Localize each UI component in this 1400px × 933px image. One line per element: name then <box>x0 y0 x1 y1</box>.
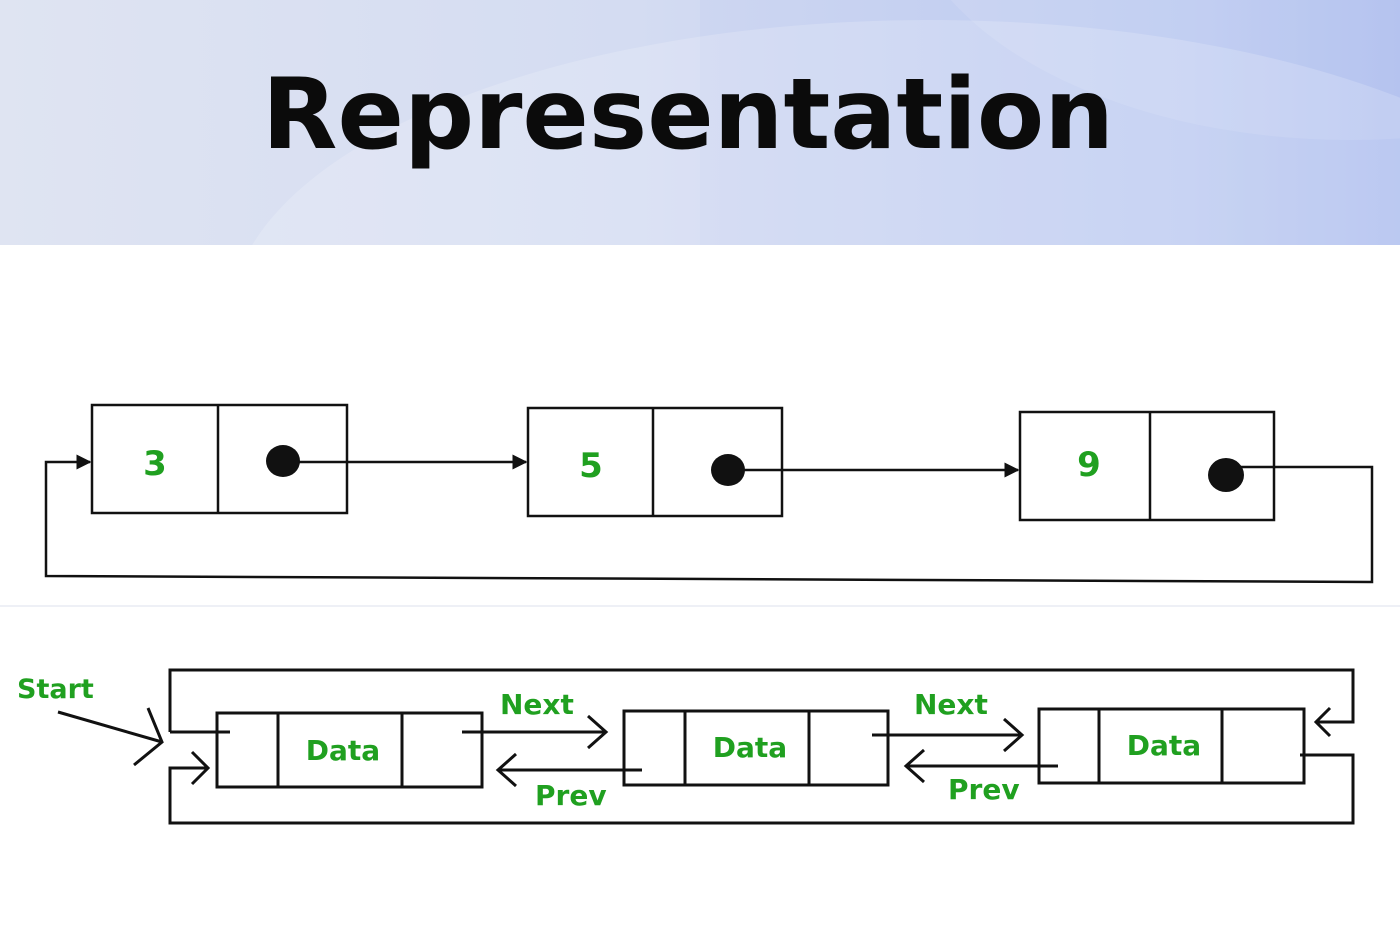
list-node <box>622 709 890 787</box>
singly-circular-list <box>44 403 1374 584</box>
list-node <box>1037 707 1306 785</box>
node-label: Data <box>306 734 380 767</box>
next-pointer-arrow <box>462 714 609 750</box>
next-label: Next <box>914 688 988 721</box>
circular-bottom-link <box>168 750 1355 825</box>
pointer-dot <box>266 445 300 477</box>
circular-top-link <box>168 668 1355 738</box>
next-label: Next <box>500 688 574 721</box>
node-value: 9 <box>1077 445 1101 485</box>
node-value: 5 <box>579 446 603 486</box>
section-divider <box>0 605 1400 607</box>
prev-label: Prev <box>948 773 1020 806</box>
circular-return-arrow <box>44 454 1374 584</box>
doubly-circular-list <box>57 668 1355 825</box>
start-arrow <box>57 707 164 767</box>
header-right-panel <box>700 0 1400 245</box>
start-label: Start <box>17 674 94 705</box>
node-label: Data <box>1127 729 1201 762</box>
prev-label: Prev <box>535 779 607 812</box>
list-node <box>526 406 784 518</box>
header-banner: Representation <box>0 0 1400 245</box>
node-value: 3 <box>143 444 167 484</box>
pointer-dot <box>711 454 745 486</box>
prev-pointer-arrow <box>903 748 1058 784</box>
page-title: Representation <box>262 58 1114 172</box>
pointer-dot <box>1208 458 1244 492</box>
prev-pointer-arrow <box>495 752 642 788</box>
list-node <box>90 403 349 515</box>
node-label: Data <box>713 731 787 764</box>
next-pointer-arrow <box>872 717 1025 753</box>
list-node <box>215 711 484 789</box>
